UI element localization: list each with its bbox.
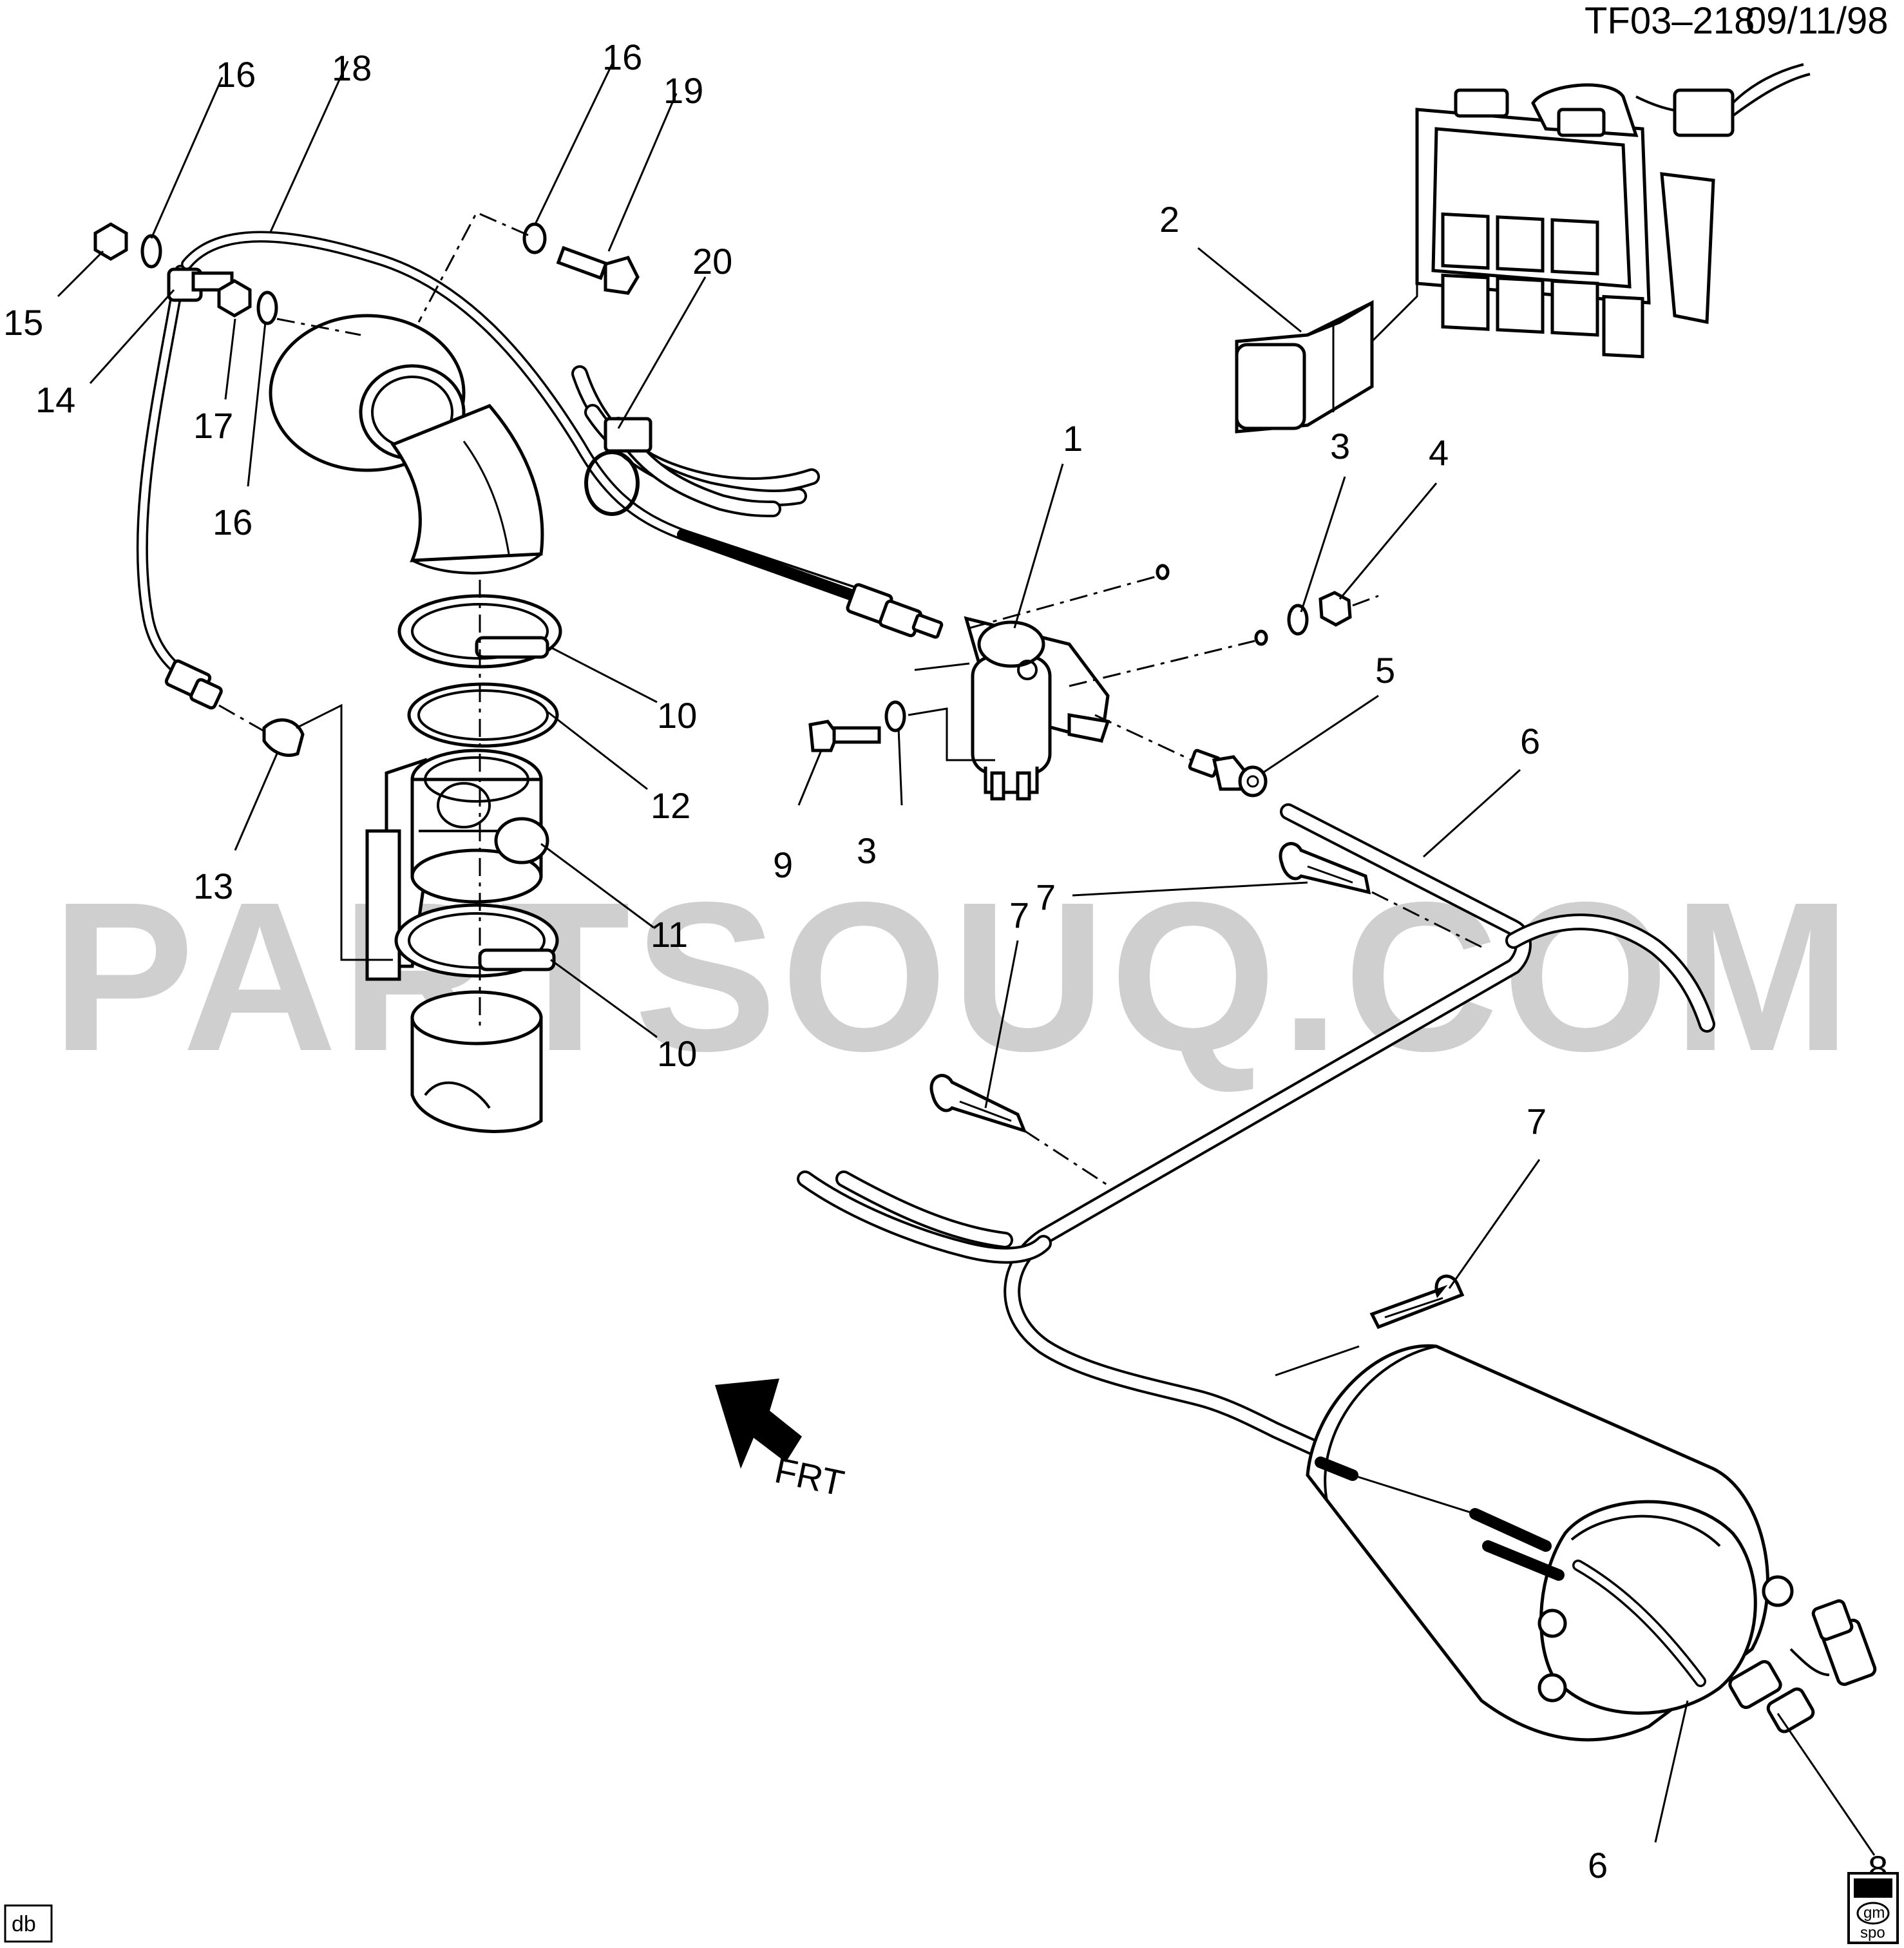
callout-16b: 16 <box>602 37 642 77</box>
tie-strap-c <box>1369 1274 1465 1330</box>
nut-4 <box>1319 591 1352 627</box>
washer-16c <box>522 222 547 254</box>
seal-ring <box>407 682 559 748</box>
tie-strap-a <box>1279 842 1371 895</box>
logo-spo: spo <box>1860 1924 1885 1942</box>
bolt-9 <box>808 720 881 752</box>
solenoid-valve <box>964 616 1110 801</box>
callout-7a: 7 <box>1036 877 1056 917</box>
watermark-text: PARTSOUQ.COM <box>52 857 1855 1095</box>
callout-3b: 3 <box>857 830 877 871</box>
callout-11: 11 <box>651 914 688 955</box>
hose-branch-left <box>797 1170 1052 1264</box>
callout-2: 2 <box>1159 199 1179 240</box>
callout-13: 13 <box>193 866 233 906</box>
vacuum-hose-left <box>136 265 223 710</box>
air-intake-elbow <box>269 314 544 575</box>
diagram-date: 09/11/98 <box>1746 0 1888 42</box>
callout-10a: 10 <box>657 695 697 736</box>
callout-20: 20 <box>692 241 732 282</box>
callout-6a: 6 <box>1520 721 1540 761</box>
callout-19: 19 <box>663 70 703 111</box>
diagram-code: TF03–218 <box>1585 0 1755 42</box>
callout-9: 9 <box>773 845 793 885</box>
callout-5: 5 <box>1375 650 1395 691</box>
washer-16b <box>256 291 278 325</box>
hose-bracket <box>167 267 234 302</box>
callout-leaders <box>57 61 1876 1856</box>
washer-16a <box>140 234 162 269</box>
callout-1: 1 <box>1063 418 1083 459</box>
washer-3b <box>884 700 906 732</box>
hose-main <box>1004 803 1532 1471</box>
callout-7c: 7 <box>1527 1101 1547 1141</box>
nut-17 <box>217 279 252 318</box>
logo-gm: gm <box>1863 1904 1885 1922</box>
footer-tag: db <box>4 1904 53 1943</box>
lower-duct <box>410 990 543 1133</box>
adapter-housing <box>365 749 549 981</box>
bolt-19 <box>556 245 640 295</box>
hose-branch-right <box>1505 913 1715 1033</box>
front-direction-label: FRT <box>772 1449 848 1504</box>
callout-17: 17 <box>193 405 233 446</box>
callout-12: 12 <box>651 785 690 826</box>
control-module-bracket <box>1415 83 1715 359</box>
wiring-harness <box>571 365 820 517</box>
relay-module <box>1235 300 1374 434</box>
callout-3a: 3 <box>1330 426 1350 466</box>
gm-spo-logo: gm spo <box>1847 1872 1899 1944</box>
front-direction-arrow <box>715 1379 802 1469</box>
clamp-lower <box>394 903 559 978</box>
callout-14: 14 <box>35 379 75 420</box>
callout-18: 18 <box>332 48 372 88</box>
tie-strap-b <box>929 1074 1027 1133</box>
hose-fitting <box>1188 749 1268 797</box>
reservoir-hose-connectors <box>1315 1456 1706 1687</box>
elbow-fitting <box>262 718 305 757</box>
callout-4: 4 <box>1429 432 1449 473</box>
vacuum-hose-upper <box>181 231 862 598</box>
callout-15: 15 <box>3 302 43 343</box>
vacuum-line-to-solenoid <box>677 529 944 639</box>
wiring-connector <box>1673 63 1811 137</box>
callout-16c: 16 <box>213 502 252 542</box>
nut-15 <box>93 222 128 261</box>
callout-10b: 10 <box>657 1033 697 1074</box>
footer-tag-text: db <box>12 1912 36 1936</box>
callout-6b: 6 <box>1588 1845 1608 1886</box>
washer-3a <box>1287 604 1309 636</box>
check-valve-8 <box>1728 1599 1877 1733</box>
callout-7b: 7 <box>1009 895 1029 935</box>
callout-16a: 16 <box>216 54 256 95</box>
